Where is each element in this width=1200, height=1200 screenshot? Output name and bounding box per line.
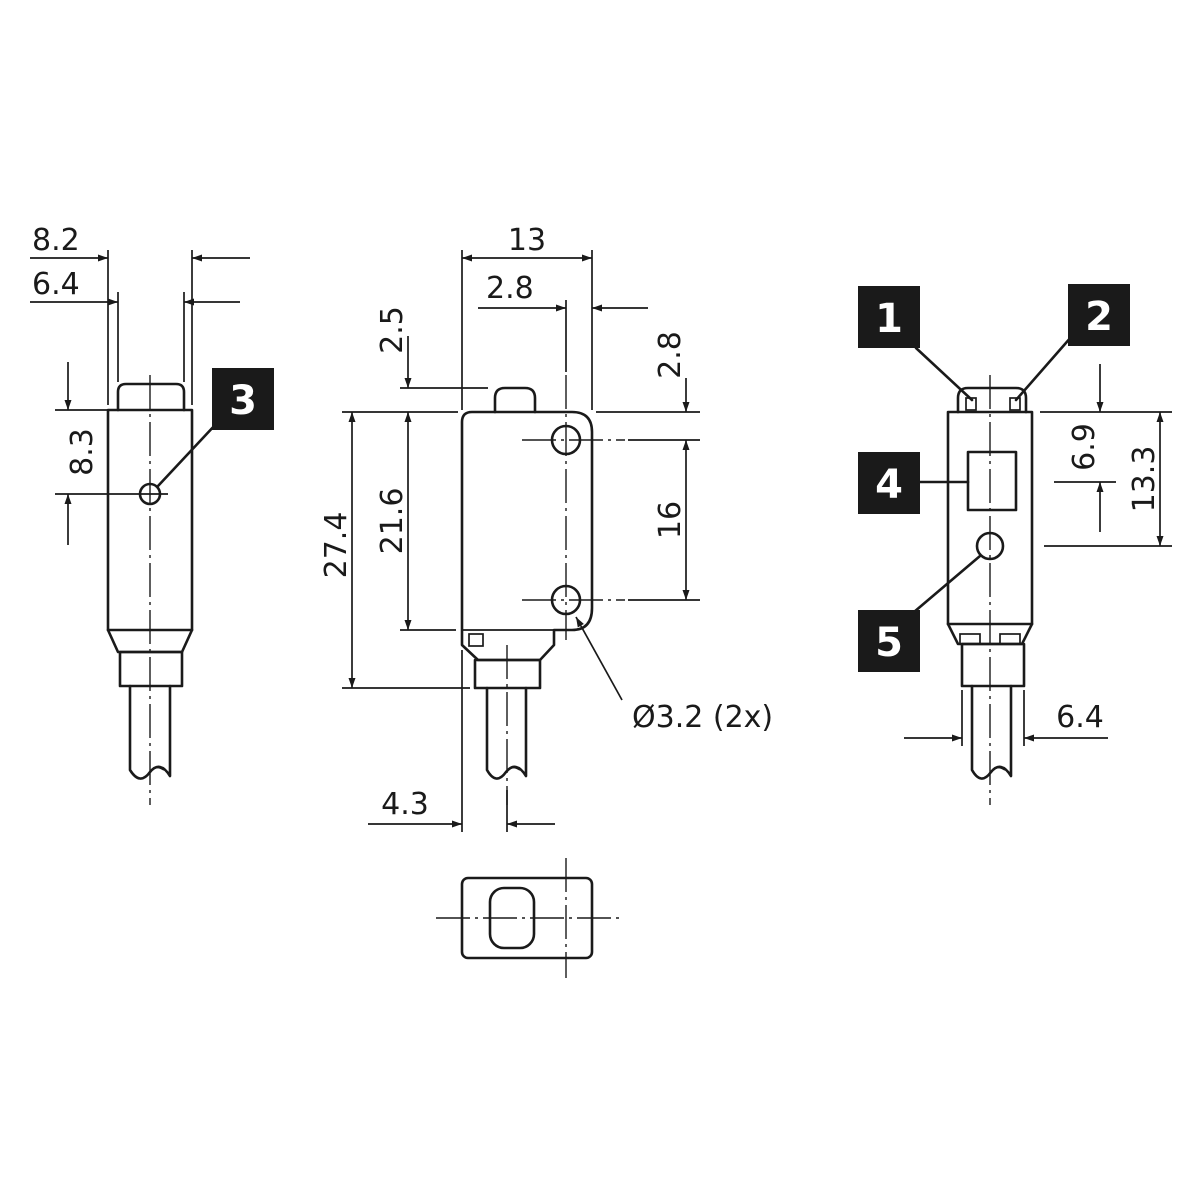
rear-dimensions (904, 364, 1172, 746)
dim-rear-cable-width: 6.4 (1056, 700, 1104, 735)
callout-5-label: 5 (875, 620, 903, 666)
side-dimensions (30, 250, 250, 545)
callout-3: 3 (156, 368, 274, 488)
rear-callouts: 1 2 4 5 (858, 284, 1130, 672)
dim-front-hole-offset-y: 2.8 (653, 331, 688, 379)
dim-front-hole-diameter: Ø3.2 (2x) (632, 700, 773, 735)
rear-view (946, 375, 1034, 805)
callout-3-label: 3 (229, 378, 257, 424)
callout-2-label: 2 (1085, 294, 1113, 340)
dim-side-width-outer: 8.2 (32, 223, 80, 258)
dim-front-hole-offset-x: 2.8 (486, 271, 534, 306)
dim-front-cable-offset: 4.3 (381, 787, 429, 822)
front-view (460, 375, 625, 805)
dim-front-top-offset: 2.5 (375, 306, 410, 354)
dim-rear-led-height: 6.9 (1067, 423, 1102, 471)
dim-front-total-height: 27.4 (319, 512, 354, 579)
callout-1-label: 1 (875, 296, 903, 342)
callout-4-label: 4 (875, 462, 903, 508)
bottom-view (436, 858, 622, 978)
front-dimensions (342, 250, 700, 832)
dim-side-lens-height: 8.3 (65, 428, 100, 476)
dim-front-body-height: 21.6 (375, 488, 410, 555)
side-view (55, 375, 194, 805)
dim-rear-total-height: 13.3 (1127, 446, 1162, 513)
dim-front-hole-spacing: 16 (653, 501, 688, 539)
dim-side-width-inner: 6.4 (32, 267, 80, 302)
dim-front-width: 13 (508, 223, 546, 258)
